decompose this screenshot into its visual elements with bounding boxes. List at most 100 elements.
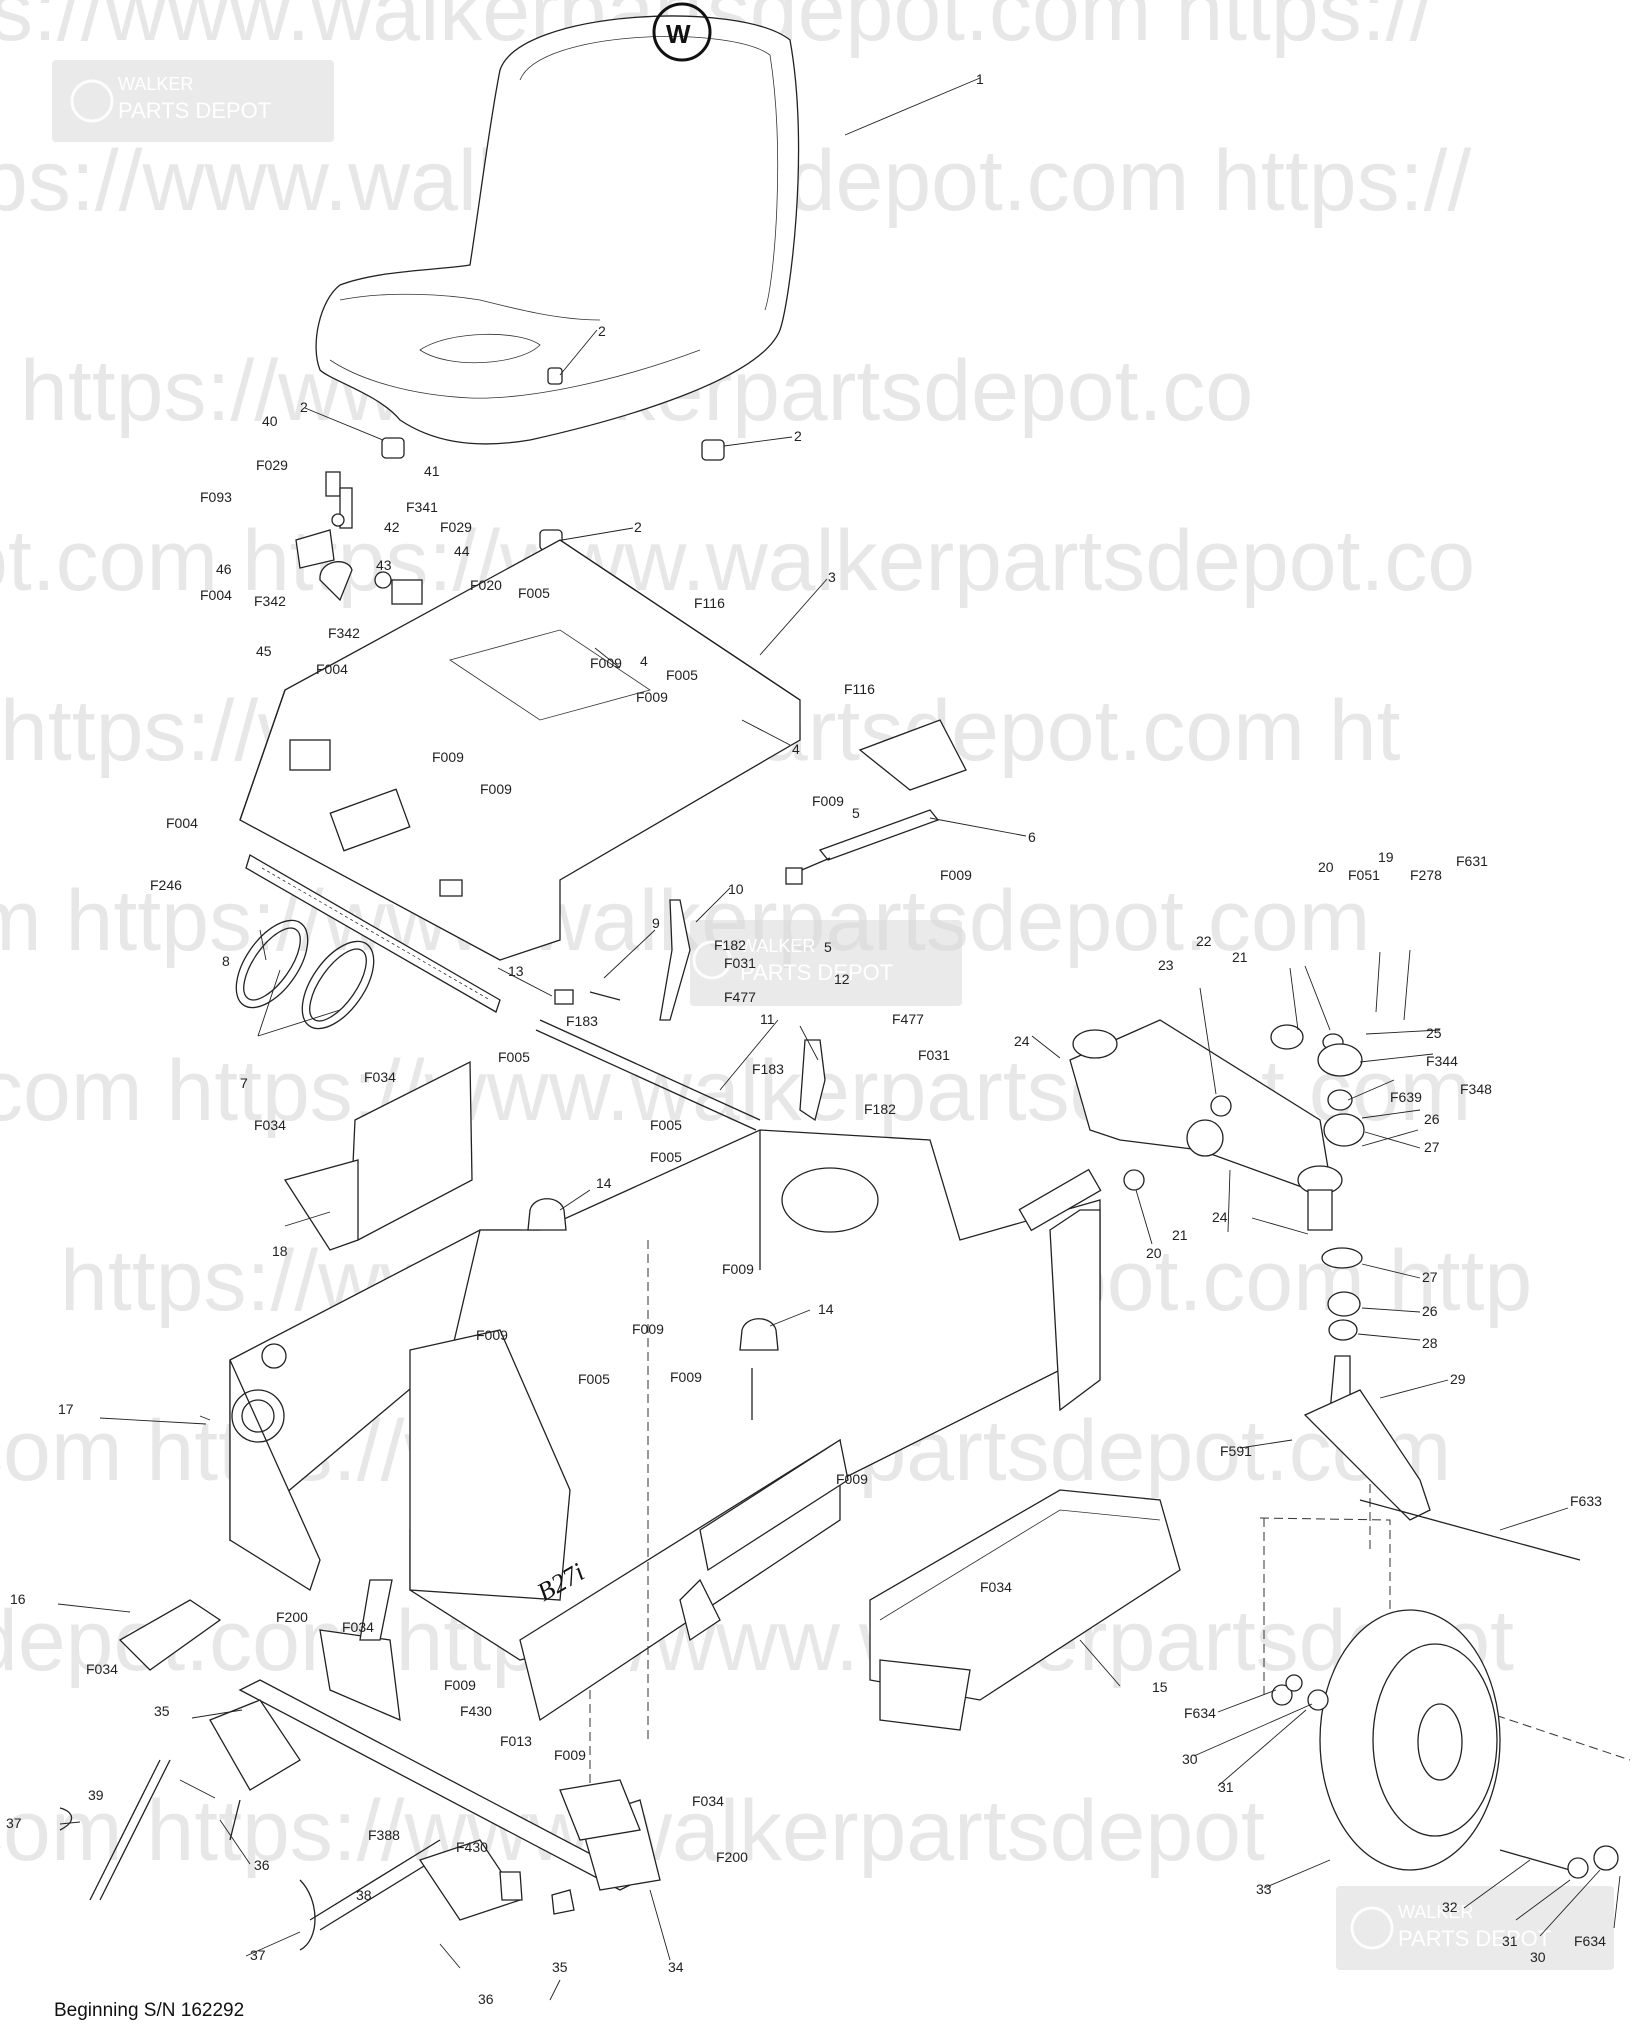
battery-box <box>869 1489 1181 1731</box>
part-label: F430 <box>460 1703 492 1719</box>
badge-brand: WALKER <box>118 74 193 94</box>
part-label: F029 <box>256 457 288 473</box>
badge-sub: PARTS DEPOT <box>118 98 271 123</box>
part-label: 38 <box>356 1887 372 1903</box>
part-label: 25 <box>1426 1025 1442 1041</box>
part-label: 29 <box>1450 1371 1466 1387</box>
part-label: 8 <box>222 953 230 969</box>
part-label: 23 <box>1158 957 1174 973</box>
caster-bushings <box>1123 1024 1365 1341</box>
part-label: F009 <box>940 867 972 883</box>
part-label: F477 <box>724 989 756 1005</box>
part-label: 2 <box>634 519 642 535</box>
part-label: 36 <box>254 1857 270 1873</box>
part-label: F009 <box>636 689 668 705</box>
part-label: 12 <box>834 971 850 987</box>
part-label: 44 <box>454 543 470 559</box>
part-label: 41 <box>424 463 440 479</box>
watermark-badge-top: WALKER PARTS DEPOT <box>52 60 334 142</box>
part-label: 15 <box>1152 1679 1168 1695</box>
part-label: F005 <box>518 585 550 601</box>
part-label: 14 <box>596 1175 612 1191</box>
svg-text:W: W <box>666 19 691 49</box>
part-label: F009 <box>476 1327 508 1343</box>
part-label: 1 <box>976 71 984 87</box>
part-label: F034 <box>364 1069 396 1085</box>
part-label: F200 <box>276 1609 308 1625</box>
part-label: F009 <box>632 1321 664 1337</box>
watermark-line: ot.com https://www.walkerpartsdepot.co <box>0 513 1475 609</box>
part-label: 10 <box>728 881 744 897</box>
part-label: F246 <box>150 877 182 893</box>
part-label: F183 <box>566 1013 598 1029</box>
part-label: 19 <box>1378 849 1394 865</box>
part-label: F278 <box>1410 867 1442 883</box>
part-label: 27 <box>1422 1269 1438 1285</box>
part-label: 33 <box>1256 1881 1272 1897</box>
front-axle-assembly <box>59 1579 661 1951</box>
part-label: F634 <box>1184 1705 1216 1721</box>
part-label: F633 <box>1570 1493 1602 1509</box>
part-label: 45 <box>256 643 272 659</box>
part-label: 4 <box>792 741 800 757</box>
part-label: F034 <box>254 1117 286 1133</box>
part-label: 17 <box>58 1401 74 1417</box>
part-label: 37 <box>250 1947 266 1963</box>
part-label: 7 <box>240 1075 248 1091</box>
part-label: F183 <box>752 1061 784 1077</box>
part-label: 39 <box>88 1787 104 1803</box>
part-label: F004 <box>316 661 348 677</box>
part-label: 20 <box>1318 859 1334 875</box>
part-label: 34 <box>668 1959 684 1975</box>
main-frame <box>229 1129 1102 1722</box>
part-label: F182 <box>864 1101 896 1117</box>
badge-brand: WALKER <box>1398 1902 1473 1922</box>
part-label: 20 <box>1146 1245 1162 1261</box>
part-label: 2 <box>794 428 802 444</box>
part-label: F005 <box>650 1149 682 1165</box>
part-label: F031 <box>724 955 756 971</box>
part-label: F200 <box>716 1849 748 1865</box>
part-label: F341 <box>406 499 438 515</box>
part-label: F005 <box>498 1049 530 1065</box>
part-label: F631 <box>1456 853 1488 869</box>
badge-brand: WALKER <box>740 936 815 956</box>
part-label: F009 <box>480 781 512 797</box>
part-label: F013 <box>500 1733 532 1749</box>
part-label: F116 <box>844 681 875 697</box>
part-label: 27 <box>1424 1139 1440 1155</box>
part-label: F005 <box>666 667 698 683</box>
part-label: F344 <box>1426 1053 1458 1069</box>
caster-fork <box>1303 1355 1581 1561</box>
part-label: F477 <box>892 1011 924 1027</box>
gas-spring <box>785 719 967 885</box>
part-label: 26 <box>1422 1303 1438 1319</box>
part-label: 4 <box>640 653 648 669</box>
part-label: F034 <box>692 1793 724 1809</box>
part-label: F034 <box>980 1579 1012 1595</box>
part-label: F591 <box>1220 1443 1252 1459</box>
seat: W <box>315 2 800 445</box>
part-label: F009 <box>432 749 464 765</box>
part-label: F009 <box>444 1677 476 1693</box>
part-label: F005 <box>578 1371 610 1387</box>
walker-logo-icon <box>652 2 712 62</box>
part-label: 24 <box>1212 1209 1228 1225</box>
part-label: 14 <box>818 1301 834 1317</box>
bump-stops <box>527 1198 779 1351</box>
part-label: F342 <box>254 593 286 609</box>
part-label: F009 <box>554 1747 586 1763</box>
watermark-badge-mid: WALKER PARTS DEPOT <box>690 920 962 1006</box>
seat-platform <box>239 539 801 961</box>
control-linkage <box>535 899 826 1131</box>
part-label: F430 <box>456 1839 488 1855</box>
part-label: F009 <box>836 1471 868 1487</box>
part-label: F031 <box>918 1047 950 1063</box>
part-label: F116 <box>694 595 725 611</box>
part-label: F034 <box>86 1661 118 1677</box>
part-label: F029 <box>440 519 472 535</box>
leader-lines <box>57 77 1621 2001</box>
part-label: 26 <box>1424 1111 1440 1127</box>
caster-arm <box>1069 1019 1343 1231</box>
